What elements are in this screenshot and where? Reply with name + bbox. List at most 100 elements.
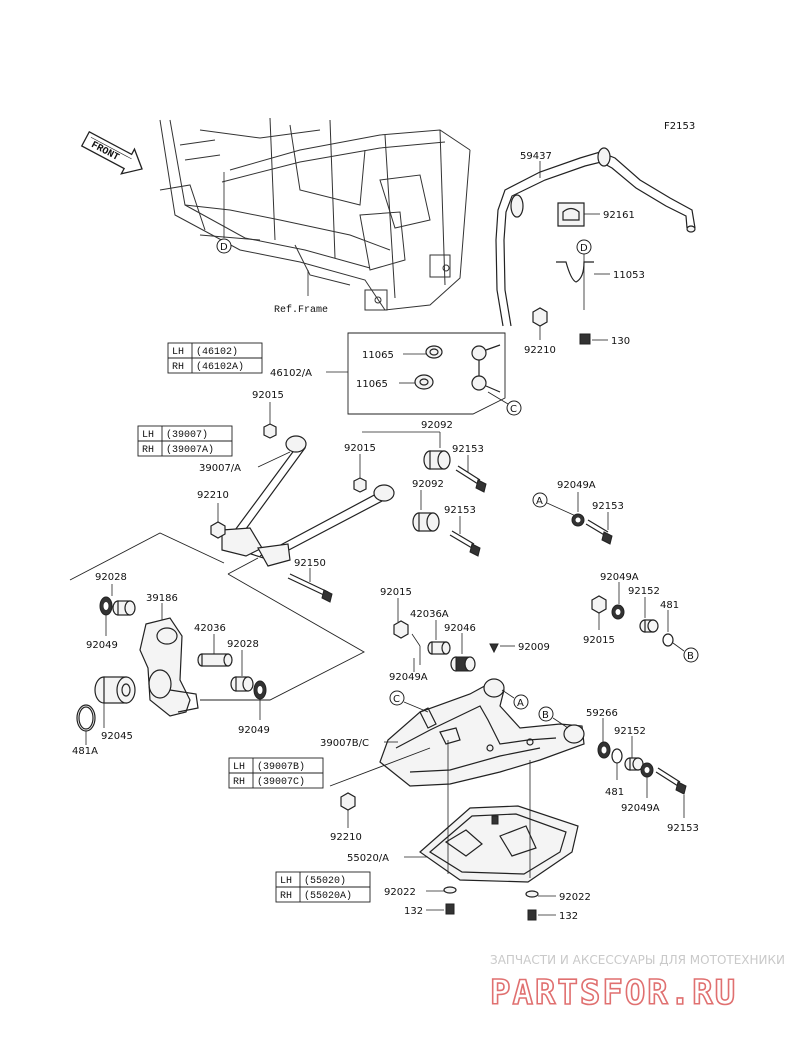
pin-42036a [427, 641, 451, 655]
svg-text:(46102A): (46102A) [196, 361, 244, 373]
part-42036: 42036 [194, 623, 226, 634]
part-92022-a: 92022 [384, 887, 416, 898]
collar-92152-a [639, 619, 659, 633]
collar-92028-b [230, 676, 254, 692]
table-46102: LH (46102) RH (46102A) [167, 342, 263, 374]
table-39007bc: LH (39007B) RH (39007C) [228, 757, 324, 789]
svg-text:RH: RH [172, 362, 184, 373]
svg-text:C: C [510, 404, 517, 415]
part-55020a: 55020/A [347, 853, 389, 864]
svg-text:C: C [393, 694, 400, 705]
part-39007bc: 39007B/C [320, 738, 369, 749]
washer-481-b [611, 748, 623, 764]
part-92152-a: 92152 [628, 586, 660, 597]
watermark-line-2: PARTSFOR.RU [490, 973, 737, 1013]
table-55020: LH (55020) RH (55020A) [275, 871, 371, 903]
svg-text:D: D [220, 242, 228, 253]
grease-nipple-92009 [489, 643, 499, 654]
svg-text:LH: LH [280, 876, 292, 887]
part-92210-c: 92210 [330, 832, 362, 843]
part-92150: 92150 [294, 558, 326, 569]
part-92210-b: 92210 [197, 490, 229, 501]
washer-92022-b [525, 890, 539, 898]
washer-92049a-b [611, 604, 625, 620]
part-132-a: 132 [404, 906, 423, 917]
part-46102a: 46102/A [270, 368, 312, 379]
stabilizer-bar [495, 147, 696, 327]
part-92153-c: 92153 [592, 501, 624, 512]
part-92015-d: 92015 [380, 587, 412, 598]
part-11065-a: 11065 [362, 350, 394, 361]
part-132-b: 132 [559, 911, 578, 922]
part-92092-b: 92092 [412, 479, 444, 490]
svg-text:(39007B): (39007B) [257, 761, 305, 773]
part-39186: 39186 [146, 593, 178, 604]
part-92049a-c: 92049A [389, 672, 428, 683]
collar-92152-b [624, 757, 644, 771]
washer-92049a-d [640, 762, 654, 778]
washer-92022-a [443, 886, 457, 894]
circle-marker-c-2: C [389, 690, 405, 706]
svg-text:RH: RH [233, 777, 245, 788]
nut-92015-d [393, 620, 409, 639]
upper-a-arm [221, 435, 395, 567]
part-92015-b: 92015 [344, 443, 376, 454]
bearing-92045 [94, 676, 136, 704]
svg-text:D: D [580, 243, 588, 254]
nut-92015-c [591, 595, 607, 614]
svg-text:A: A [536, 496, 543, 507]
part-92049a-d: 92049A [621, 803, 660, 814]
svg-text:LH: LH [172, 347, 184, 358]
bar-clamp [556, 261, 594, 310]
bushing-11065-upper [425, 345, 443, 359]
part-92009: 92009 [518, 642, 550, 653]
circle-marker-b-2: B [538, 706, 554, 722]
part-42036a: 42036A [410, 609, 449, 620]
bolt-132-a [445, 903, 455, 915]
part-39007a: 39007/A [199, 463, 241, 474]
svg-text:(39007A): (39007A) [166, 444, 214, 456]
washer-92049-a [99, 596, 113, 616]
svg-text:B: B [687, 651, 694, 662]
bushing-11065-lower [414, 374, 434, 390]
bolt-92153-d [655, 767, 687, 795]
circlip-481A [76, 704, 96, 732]
svg-text:LH: LH [233, 762, 245, 773]
circle-marker-a-1: A [532, 492, 548, 508]
part-92049-a: 92049 [86, 640, 118, 651]
nut-92015-a [263, 423, 277, 439]
bushing-92046 [450, 656, 476, 672]
part-59266: 59266 [586, 708, 618, 719]
washer-92049a-a [571, 513, 585, 527]
svg-text:(39007C): (39007C) [257, 776, 305, 788]
part-92153-b: 92153 [444, 505, 476, 516]
part-481-b: 481 [605, 787, 624, 798]
svg-text:RH: RH [142, 445, 154, 456]
frame-illustration [159, 117, 471, 311]
bushing-92092-b [412, 512, 440, 532]
stabilizer-bushing [557, 202, 585, 227]
bolt-92153-a [455, 465, 487, 493]
circle-marker-c-1: C [506, 400, 522, 416]
part-92049a-a: 92049A [557, 480, 596, 491]
svg-text:RH: RH [280, 891, 292, 902]
part-92028-a: 92028 [95, 572, 127, 583]
svg-text:(55020A): (55020A) [304, 890, 352, 902]
part-92015-a: 92015 [252, 390, 284, 401]
lower-a-arm [379, 678, 585, 787]
circle-marker-a-2: A [513, 694, 529, 710]
svg-text:(55020): (55020) [304, 875, 346, 887]
circle-marker-d-2: D [576, 239, 592, 255]
knuckle-group-line [200, 573, 365, 701]
part-92153-a: 92153 [452, 444, 484, 455]
part-481-a: 481 [660, 600, 679, 611]
svg-text:A: A [517, 698, 524, 709]
circlip-481-a [662, 633, 674, 647]
bolt-130 [579, 333, 591, 345]
part-92152-b: 92152 [614, 726, 646, 737]
svg-text:LH: LH [142, 430, 154, 441]
circle-marker-d-1: D [216, 238, 232, 254]
part-92015-c: 92015 [583, 635, 615, 646]
part-92022-b: 92022 [559, 892, 591, 903]
